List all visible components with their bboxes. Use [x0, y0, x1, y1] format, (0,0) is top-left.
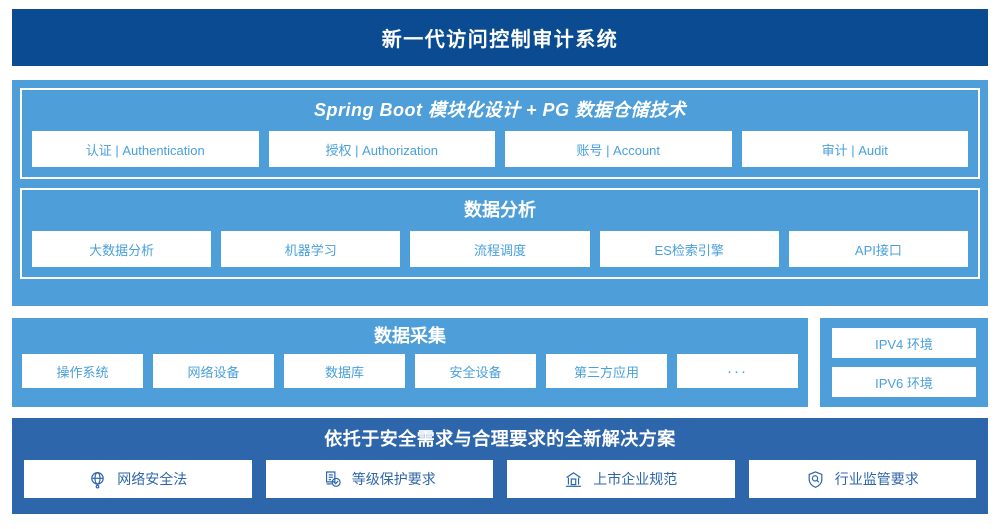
analysis-chip-es-search-engine[interactable]: ES检索引擎: [599, 231, 779, 267]
platform-chip-authentication[interactable]: 认证 | Authentication: [32, 131, 259, 167]
solution-chip-classified-protection[interactable]: 等级保护要求: [265, 460, 493, 498]
collection-chip-security-device[interactable]: 安全设备: [415, 354, 536, 388]
analysis-chip-api[interactable]: API接口: [788, 231, 969, 267]
collection-chip-database[interactable]: 数据库: [284, 354, 405, 388]
ipv6-environment-chip[interactable]: IPV6 环境: [832, 367, 976, 397]
solution-chip-cybersecurity-law[interactable]: 网络安全法: [24, 460, 252, 498]
page-title-bar: 新一代访问控制审计系统: [12, 9, 988, 66]
bank-building-icon: [564, 470, 583, 489]
platform-chip-row: 认证 | Authentication 授权 | Authorization 账…: [32, 131, 968, 167]
data-collection-section: 数据采集 操作系统 网络设备 数据库 安全设备 第三方应用 ···: [12, 318, 808, 407]
platform-chip-audit[interactable]: 审计 | Audit: [741, 131, 968, 167]
globe-network-icon: [88, 470, 107, 489]
data-collection-title: 数据采集: [374, 326, 446, 346]
platform-chip-authorization[interactable]: 授权 | Authorization: [268, 131, 495, 167]
solution-chip-label: 行业监管要求: [834, 471, 919, 487]
analysis-panel-title: 数据分析: [464, 200, 536, 220]
solution-chip-industry-regulation[interactable]: 行业监管要求: [748, 460, 976, 498]
analysis-chip-process-scheduling[interactable]: 流程调度: [410, 231, 590, 267]
platform-panel: Spring Boot 模块化设计 + PG 数据仓储技术 认证 | Authe…: [20, 88, 980, 179]
solution-chip-listed-company-norms[interactable]: 上市企业规范: [507, 460, 735, 498]
page-title: 新一代访问控制审计系统: [381, 29, 619, 51]
collection-chip-third-party-app[interactable]: 第三方应用: [546, 354, 667, 388]
analysis-chip-machine-learning[interactable]: 机器学习: [221, 231, 401, 267]
data-collection-chip-row: 操作系统 网络设备 数据库 安全设备 第三方应用 ···: [22, 354, 798, 388]
analysis-chip-row: 大数据分析 机器学习 流程调度 ES检索引擎 API接口: [32, 231, 969, 267]
document-check-icon: [323, 470, 342, 489]
platform-chip-account[interactable]: 账号 | Account: [505, 131, 732, 167]
platform-and-analysis-section: Spring Boot 模块化设计 + PG 数据仓储技术 认证 | Authe…: [12, 80, 988, 306]
platform-panel-title: Spring Boot 模块化设计 + PG 数据仓储技术: [313, 100, 686, 120]
collection-chip-operating-system[interactable]: 操作系统: [22, 354, 143, 388]
solution-chip-label: 上市企业规范: [593, 471, 678, 487]
ip-environment-section: IPV4 环境 IPV6 环境: [820, 318, 988, 407]
collection-chip-network-device[interactable]: 网络设备: [153, 354, 274, 388]
solution-chip-label: 网络安全法: [117, 471, 188, 487]
solution-chip-row: 网络安全法 等级保护要求: [24, 460, 976, 498]
collection-chip-more[interactable]: ···: [677, 354, 798, 388]
ipv4-environment-chip[interactable]: IPV4 环境: [832, 328, 976, 358]
analysis-panel: 数据分析 大数据分析 机器学习 流程调度 ES检索引擎 API接口: [20, 188, 980, 279]
analysis-chip-big-data[interactable]: 大数据分析: [32, 231, 212, 267]
solution-title: 依托于安全需求与合理要求的全新解决方案: [324, 429, 676, 449]
solution-section: 依托于安全需求与合理要求的全新解决方案 网络安全法: [12, 418, 988, 514]
solution-chip-label: 等级保护要求: [351, 471, 436, 487]
shield-search-icon: [806, 470, 825, 489]
